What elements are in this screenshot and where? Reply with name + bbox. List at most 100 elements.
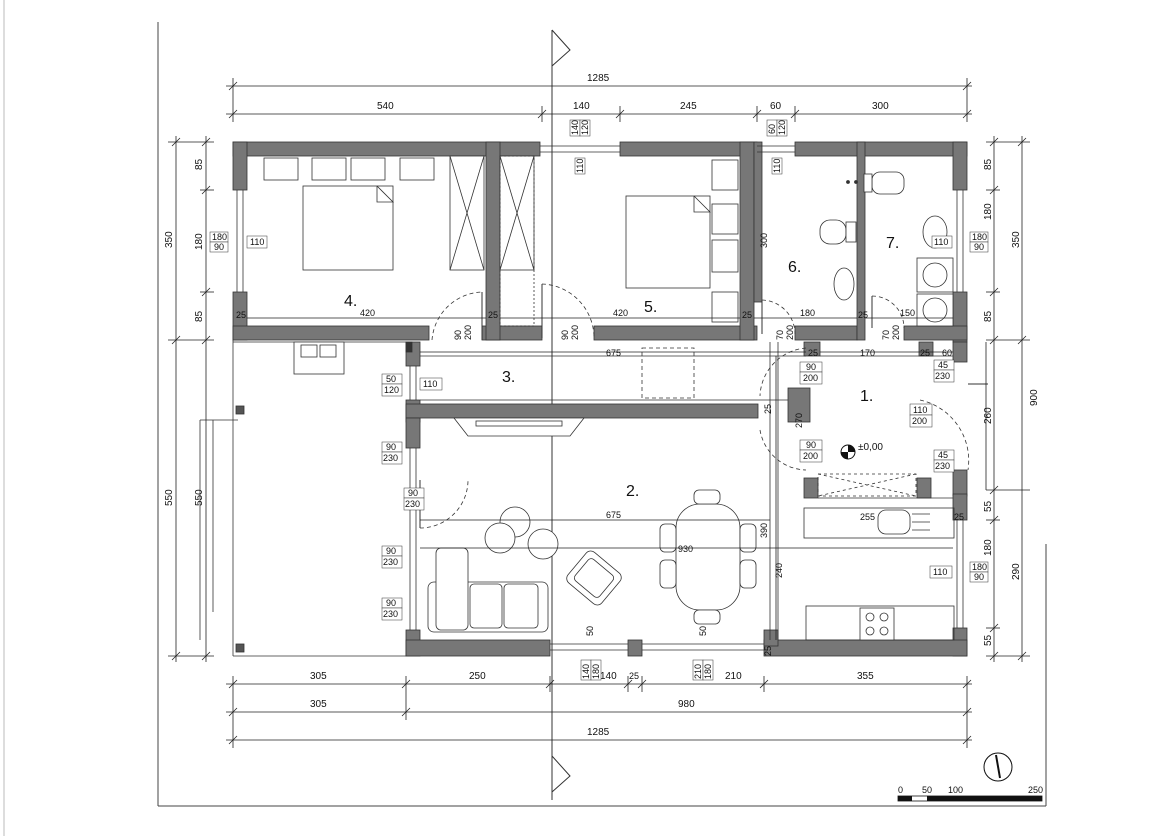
dimension-label: 1285	[587, 73, 610, 84]
dimension-label: 25	[954, 512, 964, 522]
dimension-label: 140	[573, 101, 590, 112]
dimension-label: 90	[453, 330, 463, 340]
dimension-label: 50	[585, 626, 595, 636]
dimension-label: 230	[935, 371, 950, 381]
dimension-label: 25	[742, 310, 752, 320]
dimension-label: 110	[913, 405, 927, 415]
dimension-label: 90	[386, 442, 396, 452]
dimension-label: 60	[770, 101, 782, 112]
scale-bar: 0 50 100 250	[897, 785, 1043, 802]
dimension-label: 120	[384, 385, 399, 395]
sheet-border	[157, 22, 1047, 807]
room-label-2: 2.	[626, 483, 639, 500]
dimension-label: 170	[860, 348, 875, 358]
dimension-label: 230	[405, 499, 420, 509]
dimension-label: 180	[800, 308, 815, 318]
dimension-label: 200	[891, 325, 901, 340]
dimension-label: 110	[933, 567, 947, 577]
dimension-label: 110	[934, 237, 948, 247]
dimension-label: 90	[806, 362, 816, 372]
dimension-label: 25	[763, 646, 773, 656]
room-label-7: 7.	[886, 235, 899, 252]
dimension-label: 25	[858, 310, 868, 320]
dimension-lines	[168, 78, 1030, 748]
dimension-label: 900	[1029, 389, 1040, 406]
scale-250: 250	[1028, 785, 1043, 795]
dimension-label: 140	[600, 671, 617, 682]
dimension-label: 250	[469, 671, 486, 682]
dimension-label: 540	[377, 101, 394, 112]
dimension-label: 200	[785, 325, 795, 340]
north-arrow-icon	[983, 752, 1013, 782]
opening-tags: 140 120 110 60 120 110 180 90 110 90 200	[209, 119, 989, 681]
dimension-label: 50	[386, 374, 396, 384]
dimension-label: 210	[725, 671, 742, 682]
dimension-label: 200	[803, 451, 818, 461]
dimension-label: 150	[900, 308, 915, 318]
dimension-label: 200	[803, 373, 818, 383]
dimension-label: 25	[920, 348, 930, 358]
dimension-label: 110	[250, 237, 264, 247]
dimension-label: 120	[777, 120, 787, 135]
dimension-label: 930	[678, 544, 693, 554]
dimension-label: 240	[774, 563, 784, 578]
dimension-label: 25	[629, 671, 639, 681]
scale-0: 0	[898, 785, 903, 795]
dimension-label: 90	[386, 598, 396, 608]
walls	[232, 141, 968, 657]
scale-50: 50	[922, 785, 932, 795]
dimension-label: 980	[678, 699, 695, 710]
dimension-label: 255	[860, 512, 875, 522]
dimension-label: 140	[570, 120, 580, 135]
dimension-label: 230	[383, 453, 398, 463]
dimension-label: 210	[693, 664, 703, 679]
dimension-label: 85	[983, 310, 994, 322]
dimension-label: 1285	[587, 727, 610, 738]
dimension-label: 180	[972, 232, 987, 242]
room-label-6: 6.	[788, 259, 801, 276]
dimension-label: 675	[606, 510, 621, 520]
dimension-label: 390	[759, 523, 769, 538]
dimension-label: 110	[575, 159, 585, 173]
dimension-label: 420	[613, 308, 628, 318]
dimension-label: 50	[698, 626, 708, 636]
dimension-label: 140	[581, 664, 591, 679]
dimension-label: 90	[408, 488, 418, 498]
dimension-label: 305	[310, 671, 327, 682]
dimension-label: 55	[983, 634, 994, 646]
dimension-label: 45	[938, 360, 948, 370]
dimension-label: 180	[212, 232, 227, 242]
dimension-label: 230	[383, 609, 398, 619]
dimension-label: 300	[759, 233, 769, 248]
dimension-label: 180	[591, 664, 601, 679]
kitchen-counter-upper	[803, 507, 955, 539]
dimension-label: 245	[680, 101, 697, 112]
dimension-label: 180	[194, 233, 205, 250]
room-label-5: 5.	[644, 299, 657, 316]
dimension-label: 420	[360, 308, 375, 318]
dimension-label: 25	[808, 348, 818, 358]
dimension-label: 60	[942, 348, 952, 358]
room-label-1: 1.	[860, 388, 873, 405]
dimension-label: 550	[194, 489, 205, 506]
dimension-label: 230	[383, 557, 398, 567]
terrace-outline	[199, 340, 953, 657]
dimension-label: 110	[772, 159, 782, 173]
dimension-label: 25	[488, 310, 498, 320]
dimension-label: 300	[872, 101, 889, 112]
windows	[236, 145, 964, 651]
level-marker: ±0,00	[840, 442, 883, 460]
dimension-label: 90	[974, 572, 984, 582]
room-label-4: 4.	[344, 293, 357, 310]
dimension-texts: 1285 540 140 245 60 300 305 250 140 25 2…	[164, 73, 1040, 738]
dimension-label: 60	[767, 124, 777, 134]
dimension-label: 90	[806, 440, 816, 450]
dimension-label: 305	[310, 699, 327, 710]
dimension-label: 90	[214, 242, 224, 252]
dimension-label: 90	[386, 546, 396, 556]
dimension-label: 120	[580, 120, 590, 135]
dimension-label: 85	[983, 158, 994, 170]
dimension-label: 180	[983, 203, 994, 220]
dimension-label: 355	[857, 671, 874, 682]
dimension-label: 675	[606, 348, 621, 358]
